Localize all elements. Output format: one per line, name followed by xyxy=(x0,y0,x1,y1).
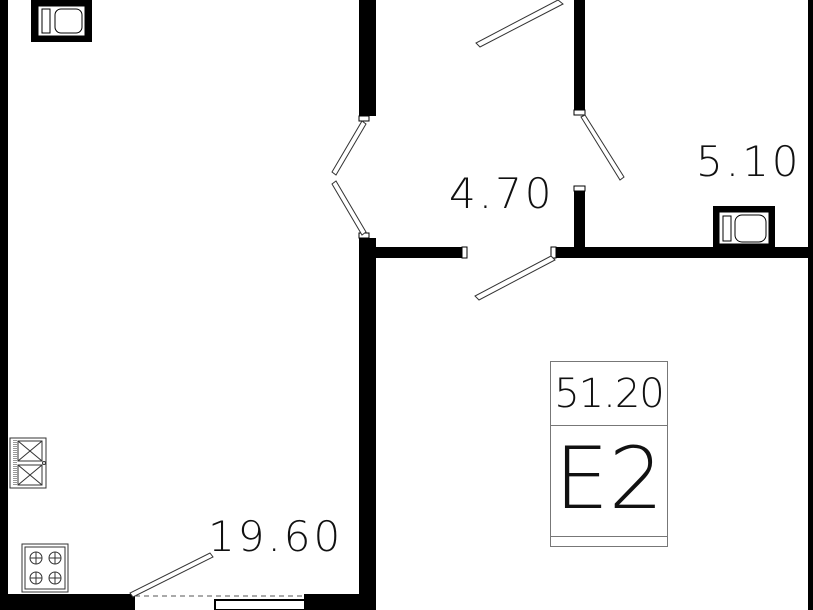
wall-bath-left-upper xyxy=(574,0,585,110)
wall-hall-bottom xyxy=(376,247,462,258)
sink-tap xyxy=(42,461,46,465)
wall-bottom-left xyxy=(0,594,135,610)
sink-basin xyxy=(17,440,43,462)
toilet-icon xyxy=(31,0,92,42)
door-leaf xyxy=(129,552,214,598)
wall-cap xyxy=(573,185,586,192)
doors xyxy=(129,0,625,598)
sink-outer xyxy=(9,437,47,489)
wall-bottom-right xyxy=(304,594,376,610)
stove-icon xyxy=(21,543,69,593)
unit-badge-strip xyxy=(551,536,667,546)
unit-badge: 51.20 E2 xyxy=(550,361,668,547)
toilet-bowl xyxy=(734,214,767,243)
door-leaf xyxy=(580,114,625,181)
sink-cross xyxy=(17,440,43,462)
stove-top xyxy=(24,546,66,590)
window-frame xyxy=(214,599,306,610)
unit-code: E2 xyxy=(554,429,664,529)
wall-cap xyxy=(573,109,586,116)
wall-caps xyxy=(358,109,586,259)
sink-cross xyxy=(17,464,43,486)
wall-living-right-upper xyxy=(359,0,376,116)
toilet-bowl xyxy=(54,8,83,34)
sink-basin xyxy=(17,464,43,486)
wall-bath-bottom xyxy=(556,247,813,258)
wall-cap xyxy=(358,115,370,122)
stove-outer xyxy=(21,543,69,593)
wall-living-right-lower xyxy=(359,238,376,610)
room-area-living: 19.60 xyxy=(208,512,344,561)
door-leaf xyxy=(474,255,556,301)
stove-burner-cross xyxy=(30,552,61,584)
window xyxy=(135,595,306,610)
unit-total-area: 51.20 xyxy=(551,362,667,426)
toilet-bar xyxy=(41,8,51,34)
wall-right-outer xyxy=(808,0,813,610)
door-leaf xyxy=(331,180,367,236)
wall-cap xyxy=(461,246,468,259)
door-leaf xyxy=(331,120,367,176)
sink-icon xyxy=(9,437,47,489)
toilet-bar xyxy=(722,215,732,242)
door-leaf xyxy=(475,0,564,48)
wall-bath-left-lower xyxy=(574,190,585,247)
room-area-hall: 4.70 xyxy=(449,169,555,218)
room-area-bath: 5.10 xyxy=(696,137,802,186)
toilet-icon xyxy=(713,206,775,248)
wall-left-outer xyxy=(0,0,8,610)
